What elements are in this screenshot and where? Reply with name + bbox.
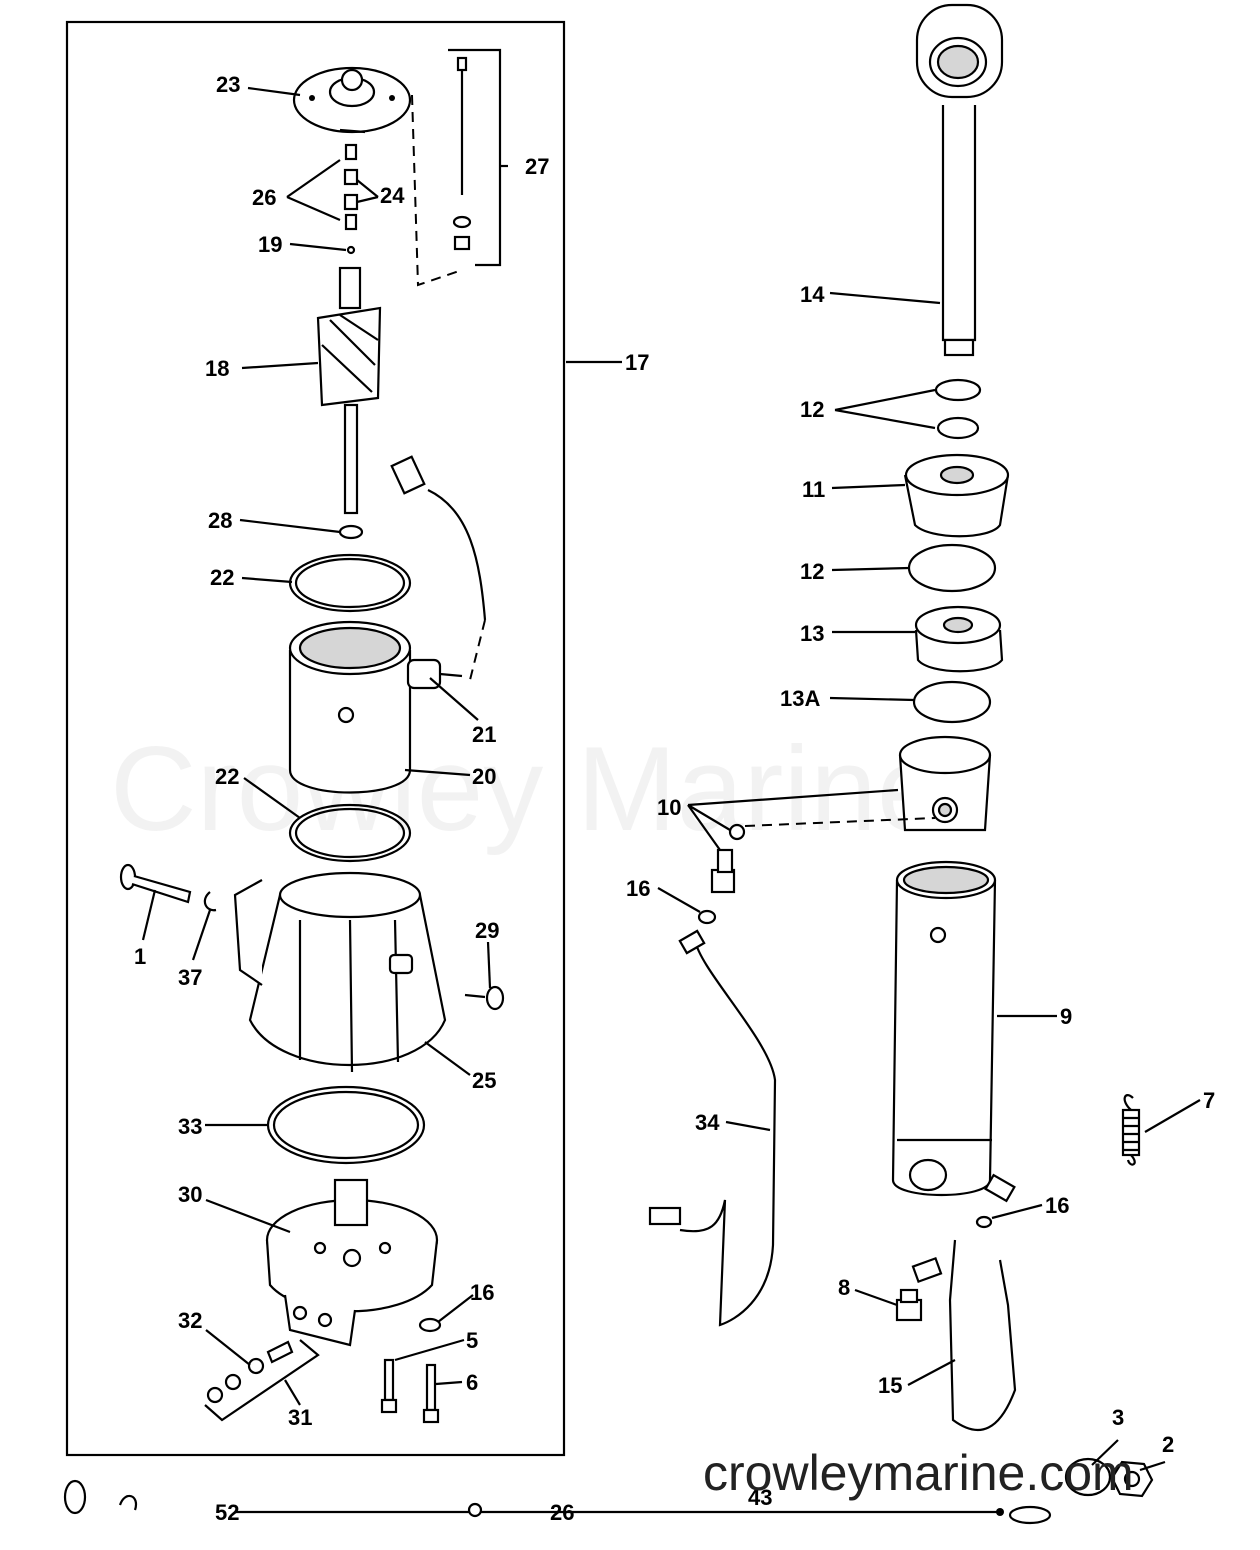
part-brushes[interactable] bbox=[343, 143, 359, 255]
part-armature[interactable] bbox=[316, 266, 382, 515]
callout-10: 10 bbox=[657, 795, 681, 820]
part-o-ring-33[interactable] bbox=[266, 1085, 426, 1165]
callout-7: 7 bbox=[1203, 1088, 1215, 1113]
part-o-ring-16-right[interactable] bbox=[975, 1215, 993, 1229]
callout-22-lower: 22 bbox=[215, 764, 239, 789]
part-tube-15[interactable] bbox=[948, 1239, 1017, 1431]
part-through-bolt[interactable] bbox=[411, 48, 502, 287]
callout-11: 11 bbox=[802, 477, 825, 502]
callout-25: 25 bbox=[472, 1068, 496, 1093]
callout-labels: 23 26 24 19 27 18 17 28 22 21 20 22 1 37… bbox=[134, 72, 1215, 1525]
part-o-ring-upper[interactable] bbox=[288, 553, 412, 613]
part-clip[interactable] bbox=[203, 891, 217, 912]
part-screws-5-6[interactable] bbox=[380, 1358, 440, 1424]
callout-19: 19 bbox=[258, 232, 282, 257]
part-tube-15-fittings[interactable] bbox=[911, 1173, 1016, 1284]
part-o-ring-16-left[interactable] bbox=[418, 1317, 442, 1333]
part-o-ring-12[interactable] bbox=[907, 543, 997, 593]
callout-21: 21 bbox=[472, 722, 496, 747]
part-manifold[interactable] bbox=[898, 735, 992, 832]
part-end-cap[interactable] bbox=[292, 66, 412, 134]
callout-13a: 13A bbox=[780, 686, 820, 711]
part-tube-34[interactable] bbox=[679, 939, 777, 1327]
callout-24: 24 bbox=[380, 183, 405, 208]
part-screw[interactable] bbox=[119, 863, 192, 904]
callout-3: 3 bbox=[1112, 1405, 1124, 1430]
callout-52: 52 bbox=[215, 1500, 239, 1525]
part-plug[interactable] bbox=[895, 1288, 923, 1322]
part-ram[interactable] bbox=[915, 3, 1004, 357]
callout-15: 15 bbox=[878, 1373, 902, 1398]
part-spring[interactable] bbox=[1121, 1094, 1141, 1166]
callout-28: 28 bbox=[208, 508, 232, 533]
callout-34: 34 bbox=[695, 1110, 720, 1135]
part-cylinder[interactable] bbox=[891, 860, 997, 1197]
part-screw-29[interactable] bbox=[464, 985, 505, 1011]
callout-16-right: 16 bbox=[1045, 1193, 1069, 1218]
callout-12-lower: 12 bbox=[800, 559, 824, 584]
part-o-ring-13a[interactable] bbox=[912, 680, 992, 724]
callout-30: 30 bbox=[178, 1182, 202, 1207]
callout-5: 5 bbox=[466, 1328, 478, 1353]
part-washer[interactable] bbox=[338, 524, 364, 540]
part-fitting[interactable] bbox=[710, 848, 736, 894]
callout-43: 43 bbox=[748, 1485, 772, 1510]
leader-lines bbox=[141, 86, 1201, 1472]
part-seals-12[interactable] bbox=[934, 378, 982, 440]
part-o-ring-16-mid[interactable] bbox=[697, 909, 717, 925]
motor-assembly-frame bbox=[65, 20, 566, 1457]
part-fitting-ring[interactable] bbox=[728, 823, 746, 841]
part-cylinder-cap[interactable] bbox=[903, 453, 1010, 538]
callout-33: 33 bbox=[178, 1114, 202, 1139]
callout-37: 37 bbox=[178, 965, 202, 990]
callout-26: 26 bbox=[252, 185, 276, 210]
callout-17: 17 bbox=[625, 350, 649, 375]
callout-31: 31 bbox=[288, 1405, 312, 1430]
part-bottom-strip bbox=[63, 1479, 1052, 1525]
part-wire-lead[interactable] bbox=[390, 455, 487, 681]
callout-23: 23 bbox=[216, 72, 240, 97]
callout-6: 6 bbox=[466, 1370, 478, 1395]
part-motor-frame[interactable] bbox=[288, 620, 463, 794]
callout-20: 20 bbox=[472, 764, 496, 789]
callout-9: 9 bbox=[1060, 1004, 1072, 1029]
part-valve-kit[interactable] bbox=[204, 1339, 320, 1422]
part-piston[interactable] bbox=[914, 605, 1004, 673]
callout-12-upper: 12 bbox=[800, 397, 824, 422]
part-pump-body[interactable] bbox=[265, 1178, 439, 1347]
callout-2: 2 bbox=[1162, 1432, 1174, 1457]
part-pump-housing[interactable] bbox=[233, 871, 447, 1073]
callout-8: 8 bbox=[838, 1275, 850, 1300]
callout-26-bottom: 26 bbox=[550, 1500, 574, 1525]
callout-14: 14 bbox=[800, 282, 825, 307]
callout-22-upper: 22 bbox=[210, 565, 234, 590]
part-tube-34-fittings[interactable] bbox=[648, 929, 706, 1226]
callout-18: 18 bbox=[205, 356, 229, 381]
callout-27: 27 bbox=[525, 154, 549, 179]
site-watermark: crowleymarine.com bbox=[703, 1445, 1134, 1501]
watermark-text: Crowley Marine bbox=[110, 722, 944, 856]
callout-16-left: 16 bbox=[470, 1280, 494, 1305]
callout-1: 1 bbox=[134, 944, 146, 969]
callout-13: 13 bbox=[800, 621, 824, 646]
callout-32: 32 bbox=[178, 1308, 202, 1333]
callout-16-mid: 16 bbox=[626, 876, 650, 901]
part-washer-3[interactable] bbox=[1064, 1457, 1112, 1497]
part-o-ring-lower[interactable] bbox=[288, 803, 412, 863]
callout-29: 29 bbox=[475, 918, 499, 943]
